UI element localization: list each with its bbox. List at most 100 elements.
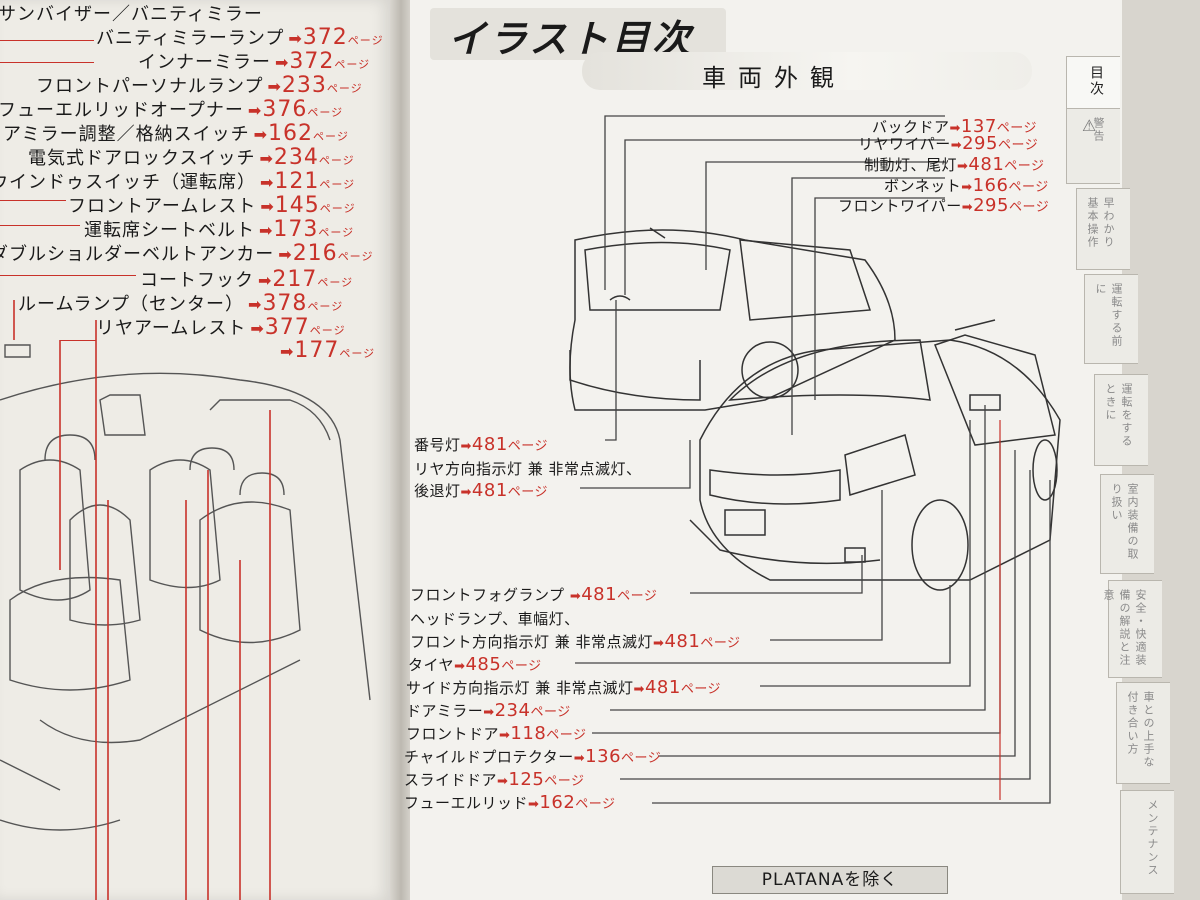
tab-interior[interactable]: 室内装備の取り扱い [1100, 474, 1154, 574]
index-page: 217 [272, 267, 318, 292]
tab-safety[interactable]: 安全・快適装備の解説と注意 [1102, 580, 1162, 678]
index-page: 233 [281, 73, 327, 98]
index-page: 376 [262, 97, 308, 122]
page-unit: ページ [1008, 180, 1049, 195]
page-unit: ページ [617, 589, 658, 604]
callout-page: 295 [962, 133, 998, 154]
callout-page: 485 [465, 654, 502, 675]
page-unit: ページ [501, 659, 542, 674]
subtitle-background [582, 52, 1032, 90]
index-row: 電気式ドアロックスイッチ➡234ページ [28, 144, 355, 170]
arrow-icon: ➡ [460, 439, 472, 454]
index-row: 運転席シートベルト➡173ページ [84, 216, 354, 242]
title-background [430, 8, 726, 60]
callout: フロントワイパー➡295ページ [838, 195, 1049, 216]
tab-while-driving[interactable]: 運転をするときに [1094, 374, 1148, 466]
interior-illustration [0, 300, 371, 900]
arrow-icon: ➡ [961, 200, 974, 215]
arrow-icon: ➡ [267, 77, 282, 96]
page-unit: ページ [326, 82, 363, 95]
leader-line [0, 225, 80, 226]
index-row: ルームランプ（センター）➡378ページ [18, 290, 343, 316]
callout-label: フロントドア [406, 725, 500, 743]
index-page: 372 [289, 49, 335, 74]
index-page: 372 [302, 25, 348, 50]
page-unit: ページ [313, 130, 349, 143]
callout-label: フロントワイパー [838, 197, 962, 215]
page-unit: ページ [347, 34, 384, 47]
leader-line [0, 200, 66, 201]
callout-label: ヘッドランプ、車幅灯、 [410, 610, 580, 628]
page-unit: ページ [319, 178, 356, 191]
index-row: ドアミラー調整／格納スイッチ➡162ページ [0, 120, 349, 146]
callout-page: 481 [644, 677, 681, 698]
callout-label: 制動灯、尾灯 [864, 156, 958, 174]
right-page [410, 0, 1122, 900]
page-unit: ページ [307, 300, 344, 313]
index-row: フロントアームレスト➡145ページ [68, 192, 356, 218]
arrow-icon: ➡ [528, 797, 540, 812]
arrow-icon: ➡ [258, 271, 273, 290]
index-label: ルームランプ（センター） [18, 294, 245, 315]
arrow-icon: ➡ [247, 101, 263, 120]
index-row: リヤアームレスト➡377ページ [96, 314, 346, 340]
page-unit: ページ [544, 774, 585, 789]
arrow-icon: ➡ [275, 53, 290, 72]
callout-page: 166 [972, 175, 1009, 196]
page-unit: ページ [575, 797, 616, 812]
callout: ボンネット➡166ページ [884, 175, 1049, 196]
arrow-icon: ➡ [253, 125, 269, 144]
arrow-icon: ➡ [497, 774, 509, 789]
tab-quick-guide[interactable]: 早わかり 基本操作 [1076, 188, 1130, 270]
tab-car-care[interactable]: 車との上手な付き合い方 [1116, 682, 1170, 784]
index-label: フューエルリッドオープナー [0, 100, 244, 121]
callout-page: 295 [973, 195, 1009, 216]
arrow-icon: ➡ [483, 705, 495, 720]
arrow-icon: ➡ [499, 728, 511, 743]
callout-page: 162 [539, 792, 576, 813]
page-unit: ページ [530, 705, 571, 720]
tab-warning[interactable]: 警告 [1066, 108, 1120, 184]
index-label: 電気式ドアロックスイッチ [28, 148, 256, 169]
callout-label: フューエルリッド [404, 794, 529, 812]
page-unit: ページ [1008, 200, 1050, 215]
index-page: 377 [264, 315, 310, 340]
callout-page: 137 [960, 116, 997, 137]
index-page: 216 [292, 241, 338, 266]
arrow-icon: ➡ [950, 138, 963, 153]
arrow-icon: ➡ [653, 636, 665, 651]
callout: リヤ方向指示灯 兼 非常点滅灯、 [414, 458, 642, 479]
arrow-icon: ➡ [569, 589, 582, 604]
tab-before-driving[interactable]: 運転する前に [1084, 274, 1138, 364]
arrow-icon: ➡ [949, 121, 961, 136]
index-row: サンバイザー／バニティミラー [0, 0, 263, 26]
tab-maintenance[interactable]: メンテナンス [1120, 790, 1174, 894]
index-label: ドアミラー調整／格納スイッチ [0, 124, 250, 145]
index-page: 177 [294, 338, 340, 363]
callout-label: バックドア [872, 118, 950, 136]
callout: バックドア➡137ページ [872, 116, 1037, 137]
index-label: サンバイザー／バニティミラー [0, 4, 263, 25]
warning-icon: ⚠ [1082, 116, 1097, 135]
callout-page: 125 [508, 769, 545, 790]
index-label: リヤアームレスト [96, 318, 247, 339]
callout: ヘッドランプ、車幅灯、 [410, 608, 580, 629]
callout-label: スライドドア [404, 771, 498, 789]
page-unit: ページ [309, 324, 346, 337]
leader-line [0, 40, 94, 41]
page-unit: ページ [339, 347, 376, 360]
book-gutter [390, 0, 412, 900]
callout: タイヤ➡485ページ [408, 654, 542, 675]
arrow-icon: ➡ [633, 682, 645, 697]
callout-label: リヤワイパー [858, 135, 951, 153]
index-label: フロントパーソナルランプ [36, 76, 264, 97]
page-unit: ページ [334, 58, 371, 71]
arrow-icon: ➡ [280, 342, 295, 361]
callout: フロントフォグランプ ➡481ページ [410, 584, 657, 605]
index-row: フューエルリッドオープナー➡376ページ [0, 96, 343, 122]
callout-page: 481 [471, 434, 508, 455]
index-label: ウインドゥスイッチ（運転席） [0, 172, 256, 193]
callout-label: タイヤ [408, 656, 455, 674]
leader-line [0, 275, 136, 276]
page-unit: ページ [307, 106, 344, 119]
